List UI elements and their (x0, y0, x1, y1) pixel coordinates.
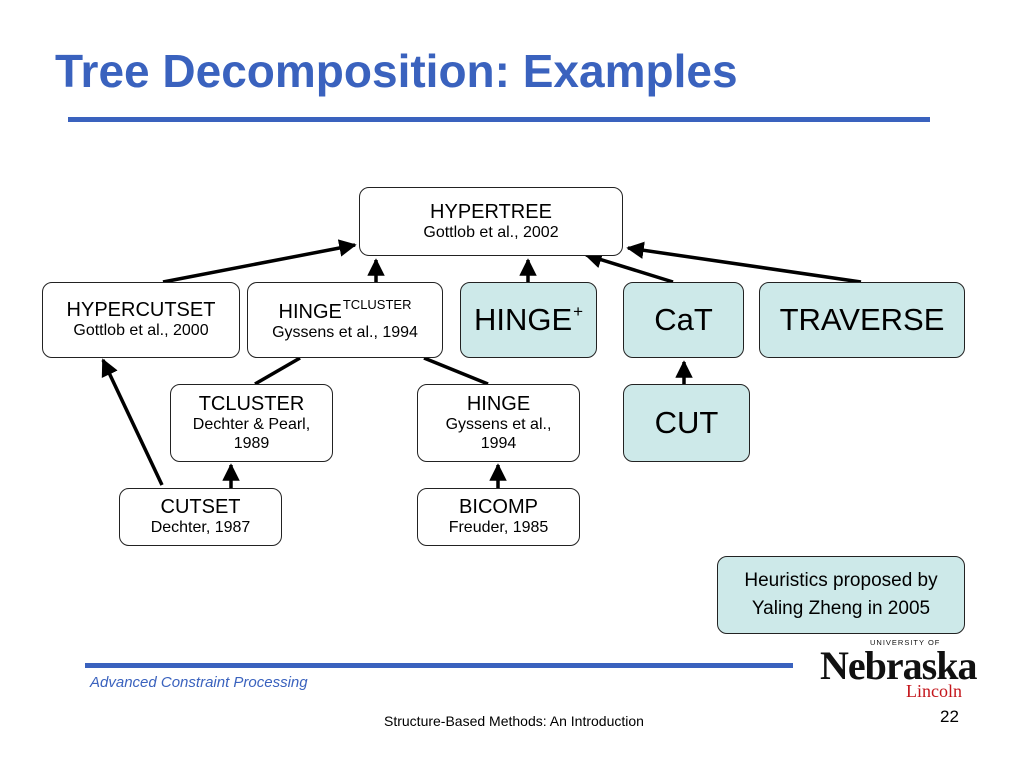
node-cutset-name: CUTSET (160, 496, 241, 519)
node-hinge-plus-name: HINGE+ (474, 302, 583, 338)
node-tcluster-cite-line1: Dechter & Pearl, (192, 416, 311, 434)
footer-divider (85, 663, 793, 668)
node-hypercutset-name: HYPERCUTSET (66, 299, 216, 322)
node-tcluster-cite-line2: 1989 (233, 434, 270, 452)
node-hinge-tcluster-name: HINGETCLUSTER (278, 296, 412, 324)
node-hypercutset: HYPERCUTSET Gottlob et al., 2000 (42, 282, 240, 358)
heuristics-note-line2: Yaling Zheng in 2005 (751, 598, 931, 619)
logo-lincoln: Lincoln (906, 681, 962, 701)
logo-nebraska: Nebraska (820, 643, 977, 688)
node-traverse-name: TRAVERSE (779, 302, 945, 338)
node-cat-name: CaT (654, 302, 713, 338)
node-cat: CaT (623, 282, 744, 358)
edge-hypercutset-hypertree (162, 239, 357, 284)
node-hypertree: HYPERTREE Gottlob et al., 2002 (359, 187, 623, 256)
node-cut-name: CUT (654, 405, 719, 441)
page-number: 22 (940, 707, 959, 726)
node-hinge-tcluster-base: HINGE (278, 300, 342, 323)
edge-hinge-hinge-tcluster (423, 356, 489, 386)
edge-traverse-hypertree (626, 241, 862, 284)
node-hypertree-cite: Gottlob et al., 2002 (423, 223, 559, 241)
edge-tcluster-hinge-tcluster (254, 356, 301, 386)
title-divider (68, 117, 930, 122)
node-hinge-tcluster-cite: Gyssens et al., 1994 (272, 323, 418, 341)
node-hinge: HINGE Gyssens et al., 1994 (417, 384, 580, 462)
node-hinge-tcluster-sup: TCLUSTER (342, 296, 412, 312)
node-hinge-name: HINGE (466, 393, 531, 416)
node-bicomp-name: BICOMP (459, 496, 538, 519)
node-traverse: TRAVERSE (759, 282, 965, 358)
university-logo: UNIVERSITY OF Nebraska Lincoln (818, 638, 977, 704)
node-cut: CUT (623, 384, 750, 462)
node-bicomp-cite: Freuder, 1985 (448, 519, 549, 537)
node-tcluster: TCLUSTER Dechter & Pearl, 1989 (170, 384, 333, 462)
node-hypercutset-cite: Gottlob et al., 2000 (73, 322, 209, 340)
node-hinge-plus-base: HINGE (473, 302, 573, 338)
node-cutset-cite: Dechter, 1987 (150, 519, 251, 537)
slide-title: Tree Decomposition: Examples (55, 45, 738, 97)
edge-cutset-hypercutset (101, 358, 164, 486)
node-tcluster-name: TCLUSTER (198, 393, 305, 416)
heuristics-note: Heuristics proposed by Yaling Zheng in 2… (717, 556, 965, 634)
node-hinge-tcluster: HINGETCLUSTER Gyssens et al., 1994 (247, 282, 443, 358)
heuristics-note-line1: Heuristics proposed by (744, 570, 938, 592)
node-hinge-plus: HINGE+ (460, 282, 597, 358)
node-hinge-cite-line2: 1994 (480, 434, 517, 452)
course-name: Advanced Constraint Processing (90, 674, 308, 691)
slide-subtitle: Structure-Based Methods: An Introduction (384, 713, 644, 729)
node-hinge-plus-sup: + (573, 302, 584, 322)
node-cutset: CUTSET Dechter, 1987 (119, 488, 282, 546)
node-hypertree-name: HYPERTREE (430, 200, 552, 223)
node-hinge-cite-line1: Gyssens et al., (445, 416, 552, 434)
edge-cat-hypertree (584, 251, 674, 284)
logo-university-of: UNIVERSITY OF (870, 638, 941, 647)
node-bicomp: BICOMP Freuder, 1985 (417, 488, 580, 546)
